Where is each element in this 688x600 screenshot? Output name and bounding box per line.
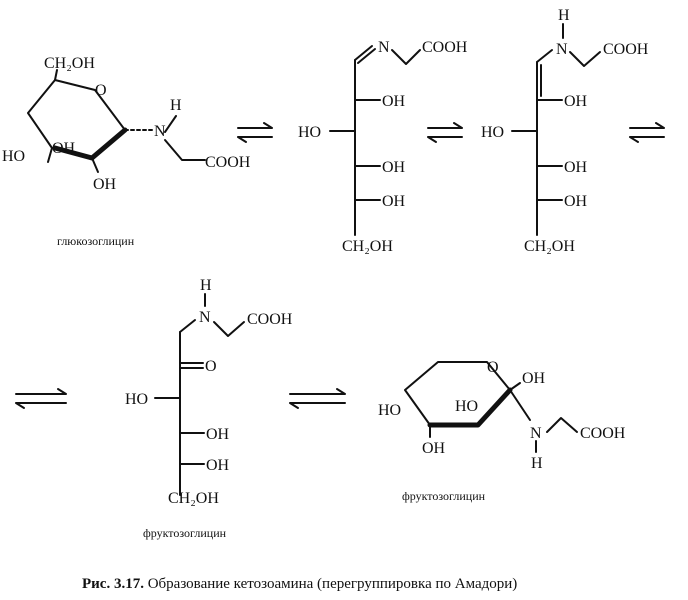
glucose-ch2oh-label: CH₂OH <box>44 55 95 72</box>
glucose-ring-oxygen: O <box>95 82 107 99</box>
enaminol-ho-label: HO <box>481 124 504 141</box>
glucose-oh-label-2: OH <box>93 176 117 193</box>
schiff-n-label: N <box>378 39 390 56</box>
figure-caption: Рис. 3.17. Образование кетозоамина (пере… <box>82 576 517 592</box>
enaminol-ch2oh-label: CH₂OH <box>524 238 575 255</box>
enaminol-oh-label-1: OH <box>564 93 588 110</box>
glucose-n-label: N <box>154 123 166 140</box>
schiff-ho-label: HO <box>298 124 321 141</box>
enaminol-nh-label: H <box>558 7 570 24</box>
glucose-cooh-label: COOH <box>205 154 251 171</box>
fructose-ring-ho-label-1: HO <box>378 402 401 419</box>
fructose-open-ho-label: HO <box>125 391 148 408</box>
schiff-oh-label-2: OH <box>382 159 406 176</box>
schiff-base-structure: N COOH OH HO OH OH CH₂OH <box>298 39 468 255</box>
enaminol-n-label: N <box>556 41 568 58</box>
glucose-oh-label-1: OH <box>52 140 76 157</box>
fructose-ring-oh-label-anomeric: OH <box>522 370 546 387</box>
fructosylglycine-open-structure: H N COOH O HO OH OH CH₂OH фруктозоглицин <box>125 277 293 540</box>
glucose-ring <box>27 79 126 159</box>
equilibrium-arrow-5 <box>289 388 346 409</box>
equilibrium-arrow-4 <box>15 388 67 409</box>
enaminol-oh-label-2: OH <box>564 159 588 176</box>
fructosylglycine-ring-structure: O OH HO HO OH N H COOH фруктозоглицин <box>378 359 626 503</box>
enaminol-oh-label-3: OH <box>564 193 588 210</box>
equilibrium-arrow-1 <box>237 122 273 143</box>
equilibrium-arrow-2 <box>427 122 463 143</box>
glucosylglycine-name: глюкозоглицин <box>57 234 135 248</box>
schiff-cooh-label: COOH <box>422 39 468 56</box>
schiff-oh-label-3: OH <box>382 193 406 210</box>
enaminol-cooh-label: COOH <box>603 41 649 58</box>
fructose-open-n-label: N <box>199 309 211 326</box>
fructose-open-oh-label-2: OH <box>206 457 230 474</box>
fructose-ring-nh-label: H <box>531 455 543 472</box>
fructose-ring-oxygen: O <box>487 359 499 376</box>
enaminol-structure: H N COOH OH HO OH OH CH₂OH <box>481 7 649 255</box>
fructose-open-ch2oh-label: CH₂OH <box>168 490 219 507</box>
fructosylglycine-open-name: фруктозоглицин <box>143 526 227 540</box>
fructose-ring-ho-label-2: HO <box>455 398 478 415</box>
fructose-ring-cooh-label: COOH <box>580 425 626 442</box>
fructose-ring-n-label: N <box>530 425 542 442</box>
fructose-open-nh-label: H <box>200 277 212 294</box>
schiff-oh-label-1: OH <box>382 93 406 110</box>
schiff-ch2oh-label: CH₂OH <box>342 238 393 255</box>
glucose-ho-label: HO <box>2 148 25 165</box>
figure-caption-number: Рис. 3.17. <box>82 576 144 592</box>
fructose-open-oh-label-1: OH <box>206 426 230 443</box>
glucosylglycine-structure: CH₂OH O HO OH OH N H COOH глюкозоглицин <box>2 55 251 248</box>
figure-caption-text: Образование кетозоамина (перегруппировка… <box>144 576 517 592</box>
fructose-open-cooh-label: COOH <box>247 311 293 328</box>
fructosylglycine-ring-name: фруктозоглицин <box>402 489 486 503</box>
equilibrium-arrow-3 <box>629 122 665 143</box>
glucose-nh-label: H <box>170 97 182 114</box>
fructose-open-ketone-o: O <box>205 358 217 375</box>
fructose-ring-oh-label-3: OH <box>422 440 446 457</box>
